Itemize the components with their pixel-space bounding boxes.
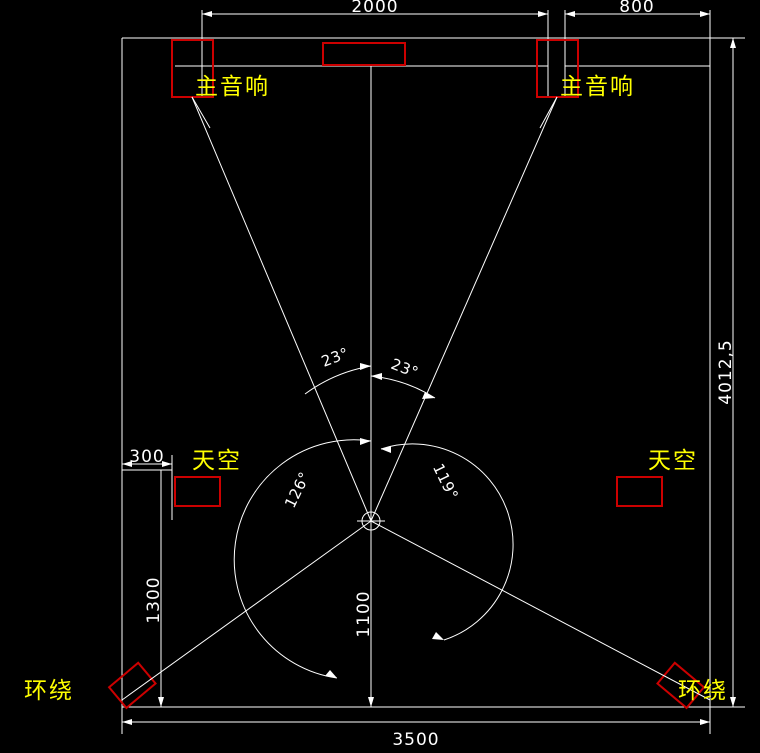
surround-speaker-box-left[interactable]	[107, 661, 157, 710]
arrow-4012-top	[730, 38, 736, 48]
angle-arc-23-left: 23°	[304, 344, 372, 395]
dimension-2000: 2000	[201, 0, 549, 96]
arc-path-23-left	[304, 365, 372, 395]
dimension-300: 300	[122, 447, 173, 520]
dim-label-3500: 3500	[392, 730, 439, 750]
sightline-surround-right	[370, 520, 711, 701]
arrow-800-left	[565, 11, 575, 17]
dimension-4012-5: 4012,5	[710, 37, 745, 708]
angle-label-23-left: 23°	[319, 344, 352, 371]
dimension-1100: 1100	[354, 528, 374, 707]
listening-position-marker	[357, 507, 385, 535]
angle-arc-126: 126°	[233, 438, 372, 679]
sightline-main-right	[370, 96, 558, 522]
sightline-surround-left	[121, 520, 372, 701]
arrow-126-top	[360, 438, 371, 445]
arrow-23-right-end	[422, 392, 435, 399]
arrow-119-bottom	[432, 632, 444, 640]
dim-label-1100: 1100	[354, 590, 374, 637]
arrow-300-left	[122, 461, 132, 467]
dim-label-4012-5: 4012,5	[716, 339, 736, 404]
label-main-speaker-left: 主音响	[195, 74, 270, 100]
arrow-2000-right	[538, 11, 548, 17]
label-sky-left: 天空	[192, 448, 242, 474]
dimension-800: 800	[564, 0, 711, 96]
label-surround-right: 环绕	[678, 678, 728, 704]
label-sky-right: 天空	[648, 448, 698, 474]
dimension-3500: 3500	[121, 707, 711, 750]
angle-arc-119: 119°	[380, 443, 514, 641]
center-speaker-box[interactable]	[322, 42, 406, 66]
dim-label-800: 800	[619, 0, 654, 17]
arc-path-126	[233, 439, 372, 679]
dim-label-300: 300	[129, 447, 164, 467]
arrow-1300-bottom	[158, 697, 164, 707]
arrow-126-bottom	[325, 670, 337, 678]
angle-label-23-right: 23°	[388, 355, 421, 382]
angle-label-119: 119°	[429, 461, 462, 503]
angle-arc-23-right: 23°	[370, 355, 436, 399]
room-outline	[121, 37, 711, 708]
surround-speaker-box-right[interactable]	[656, 661, 706, 710]
arrow-23-left	[360, 363, 371, 370]
arrow-1100-bottom	[368, 697, 374, 707]
label-main-speaker-right: 主音响	[560, 74, 635, 100]
main-speaker-box-right[interactable]	[536, 39, 579, 98]
sky-speaker-box-right[interactable]	[616, 476, 663, 507]
dimension-1300: 1300	[122, 469, 172, 707]
label-surround-left: 环绕	[24, 678, 74, 704]
leader-main-left	[191, 96, 211, 129]
arrow-4012-bottom	[730, 697, 736, 707]
dim-label-1300: 1300	[144, 576, 164, 623]
arc-path-119	[380, 443, 514, 641]
sight-lines	[121, 96, 711, 701]
dim-label-2000: 2000	[351, 0, 398, 17]
leader-lines	[191, 96, 558, 129]
arrow-800-right	[700, 11, 710, 17]
leader-main-right	[539, 96, 558, 129]
sightline-main-left	[191, 96, 372, 522]
arrow-119-top	[381, 446, 391, 453]
sky-speaker-box-left[interactable]	[174, 476, 221, 507]
arrow-3500-left	[122, 719, 132, 725]
arrow-23-right-start	[371, 373, 382, 380]
arrow-3500-right	[700, 719, 710, 725]
angle-label-126: 126°	[281, 469, 314, 511]
arrow-300-right	[162, 461, 172, 467]
arrow-2000-left	[202, 11, 212, 17]
